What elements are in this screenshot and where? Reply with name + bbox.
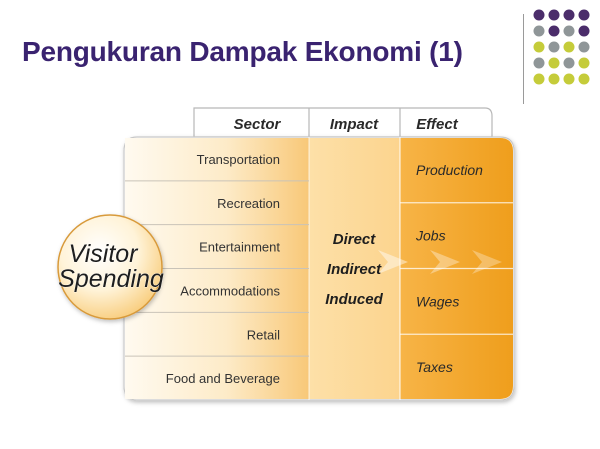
effect-label: Taxes — [416, 359, 453, 375]
visitor-spending-circle — [57, 214, 163, 320]
impact-label: Induced — [325, 291, 383, 308]
effect-label: Production — [416, 162, 483, 178]
impact-label: Direct — [333, 231, 377, 248]
impact-column — [309, 138, 400, 399]
decoration-dot — [563, 25, 575, 37]
sector-label: Food and Beverage — [166, 371, 280, 386]
decoration-dot — [533, 41, 545, 53]
header-effect: Effect — [416, 116, 458, 133]
decoration-dot — [533, 25, 545, 37]
decoration-dot — [563, 73, 575, 85]
sector-label: Recreation — [217, 196, 280, 211]
sector-label: Accommodations — [180, 283, 280, 298]
sector-label: Entertainment — [199, 240, 280, 255]
sector-label: Transportation — [197, 152, 280, 167]
decoration-dot — [578, 73, 590, 85]
impact-label: Indirect — [327, 261, 382, 278]
decoration-dot — [578, 25, 590, 37]
slide-title: Pengukuran Dampak Ekonomi (1) — [22, 36, 463, 67]
decoration-dot — [548, 41, 560, 53]
header-impact: Impact — [330, 116, 379, 133]
decoration-dot — [578, 41, 590, 53]
decoration-dot — [533, 9, 545, 21]
flow-arrow — [378, 250, 408, 274]
sector-label: Retail — [247, 327, 280, 342]
circle-label-visitor: Visitor — [68, 240, 139, 268]
decoration-dot — [533, 73, 545, 85]
decoration-dot — [578, 9, 590, 21]
decoration-dot — [548, 73, 560, 85]
effect-label: Wages — [416, 293, 459, 309]
decoration-dot — [578, 57, 590, 69]
decoration-dot — [548, 57, 560, 69]
header-sector: Sector — [234, 116, 282, 133]
decoration-dot — [563, 9, 575, 21]
circle-label-spending: Spending — [58, 265, 164, 293]
decoration-dot — [563, 41, 575, 53]
header-tab — [193, 107, 493, 138]
divider-line — [523, 14, 524, 104]
decoration-dot — [563, 57, 575, 69]
decoration-dot — [548, 9, 560, 21]
effect-label: Jobs — [415, 228, 446, 244]
dot-grid-decoration — [533, 9, 590, 85]
decoration-dot — [548, 25, 560, 37]
decoration-dot — [533, 57, 545, 69]
